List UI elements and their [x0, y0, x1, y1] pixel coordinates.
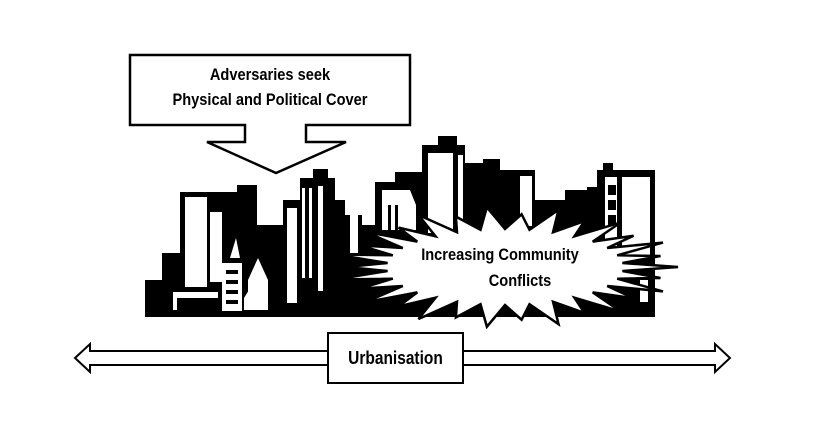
urbanisation-label-text: Urbanisation: [348, 348, 443, 368]
callout-text: Adversaries seek Physical and Political …: [130, 62, 410, 112]
building-face: [309, 188, 312, 278]
building-windows: [226, 270, 238, 274]
building-face: [173, 292, 177, 310]
building-face: [185, 197, 207, 287]
building-windows: [226, 280, 238, 284]
building-face: [222, 263, 242, 311]
building-face: [458, 155, 463, 235]
building-face: [405, 190, 416, 230]
building-windows: [226, 290, 238, 294]
building-face: [318, 186, 323, 291]
building-windows: [395, 205, 398, 230]
building-face: [428, 153, 453, 233]
callout-line-1: Adversaries seek: [209, 65, 331, 84]
building-face: [520, 176, 532, 226]
building-face: [244, 290, 254, 310]
building-face: [173, 292, 218, 298]
conflict-starburst: [335, 204, 679, 330]
building-face: [302, 188, 305, 278]
burst-line-2: Conflicts: [488, 271, 552, 290]
urbanisation-label-box: [327, 332, 464, 384]
building-face: [350, 208, 358, 253]
building-face: [640, 280, 648, 302]
building-windows: [608, 200, 616, 210]
building-windows: [608, 185, 616, 195]
burst-text: Increasing Community Conflicts: [380, 242, 620, 294]
building-windows: [388, 205, 391, 230]
callout-arrow-box: [128, 53, 412, 175]
building-face: [287, 208, 297, 303]
callout-line-2: Physical and Political Cover: [172, 90, 368, 109]
burst-line-1: Increasing Community: [421, 245, 579, 264]
urbanisation-label: Urbanisation: [328, 346, 463, 370]
building-face: [230, 238, 240, 258]
building-windows: [608, 215, 616, 225]
building-windows: [226, 300, 238, 304]
building-face: [210, 212, 222, 282]
